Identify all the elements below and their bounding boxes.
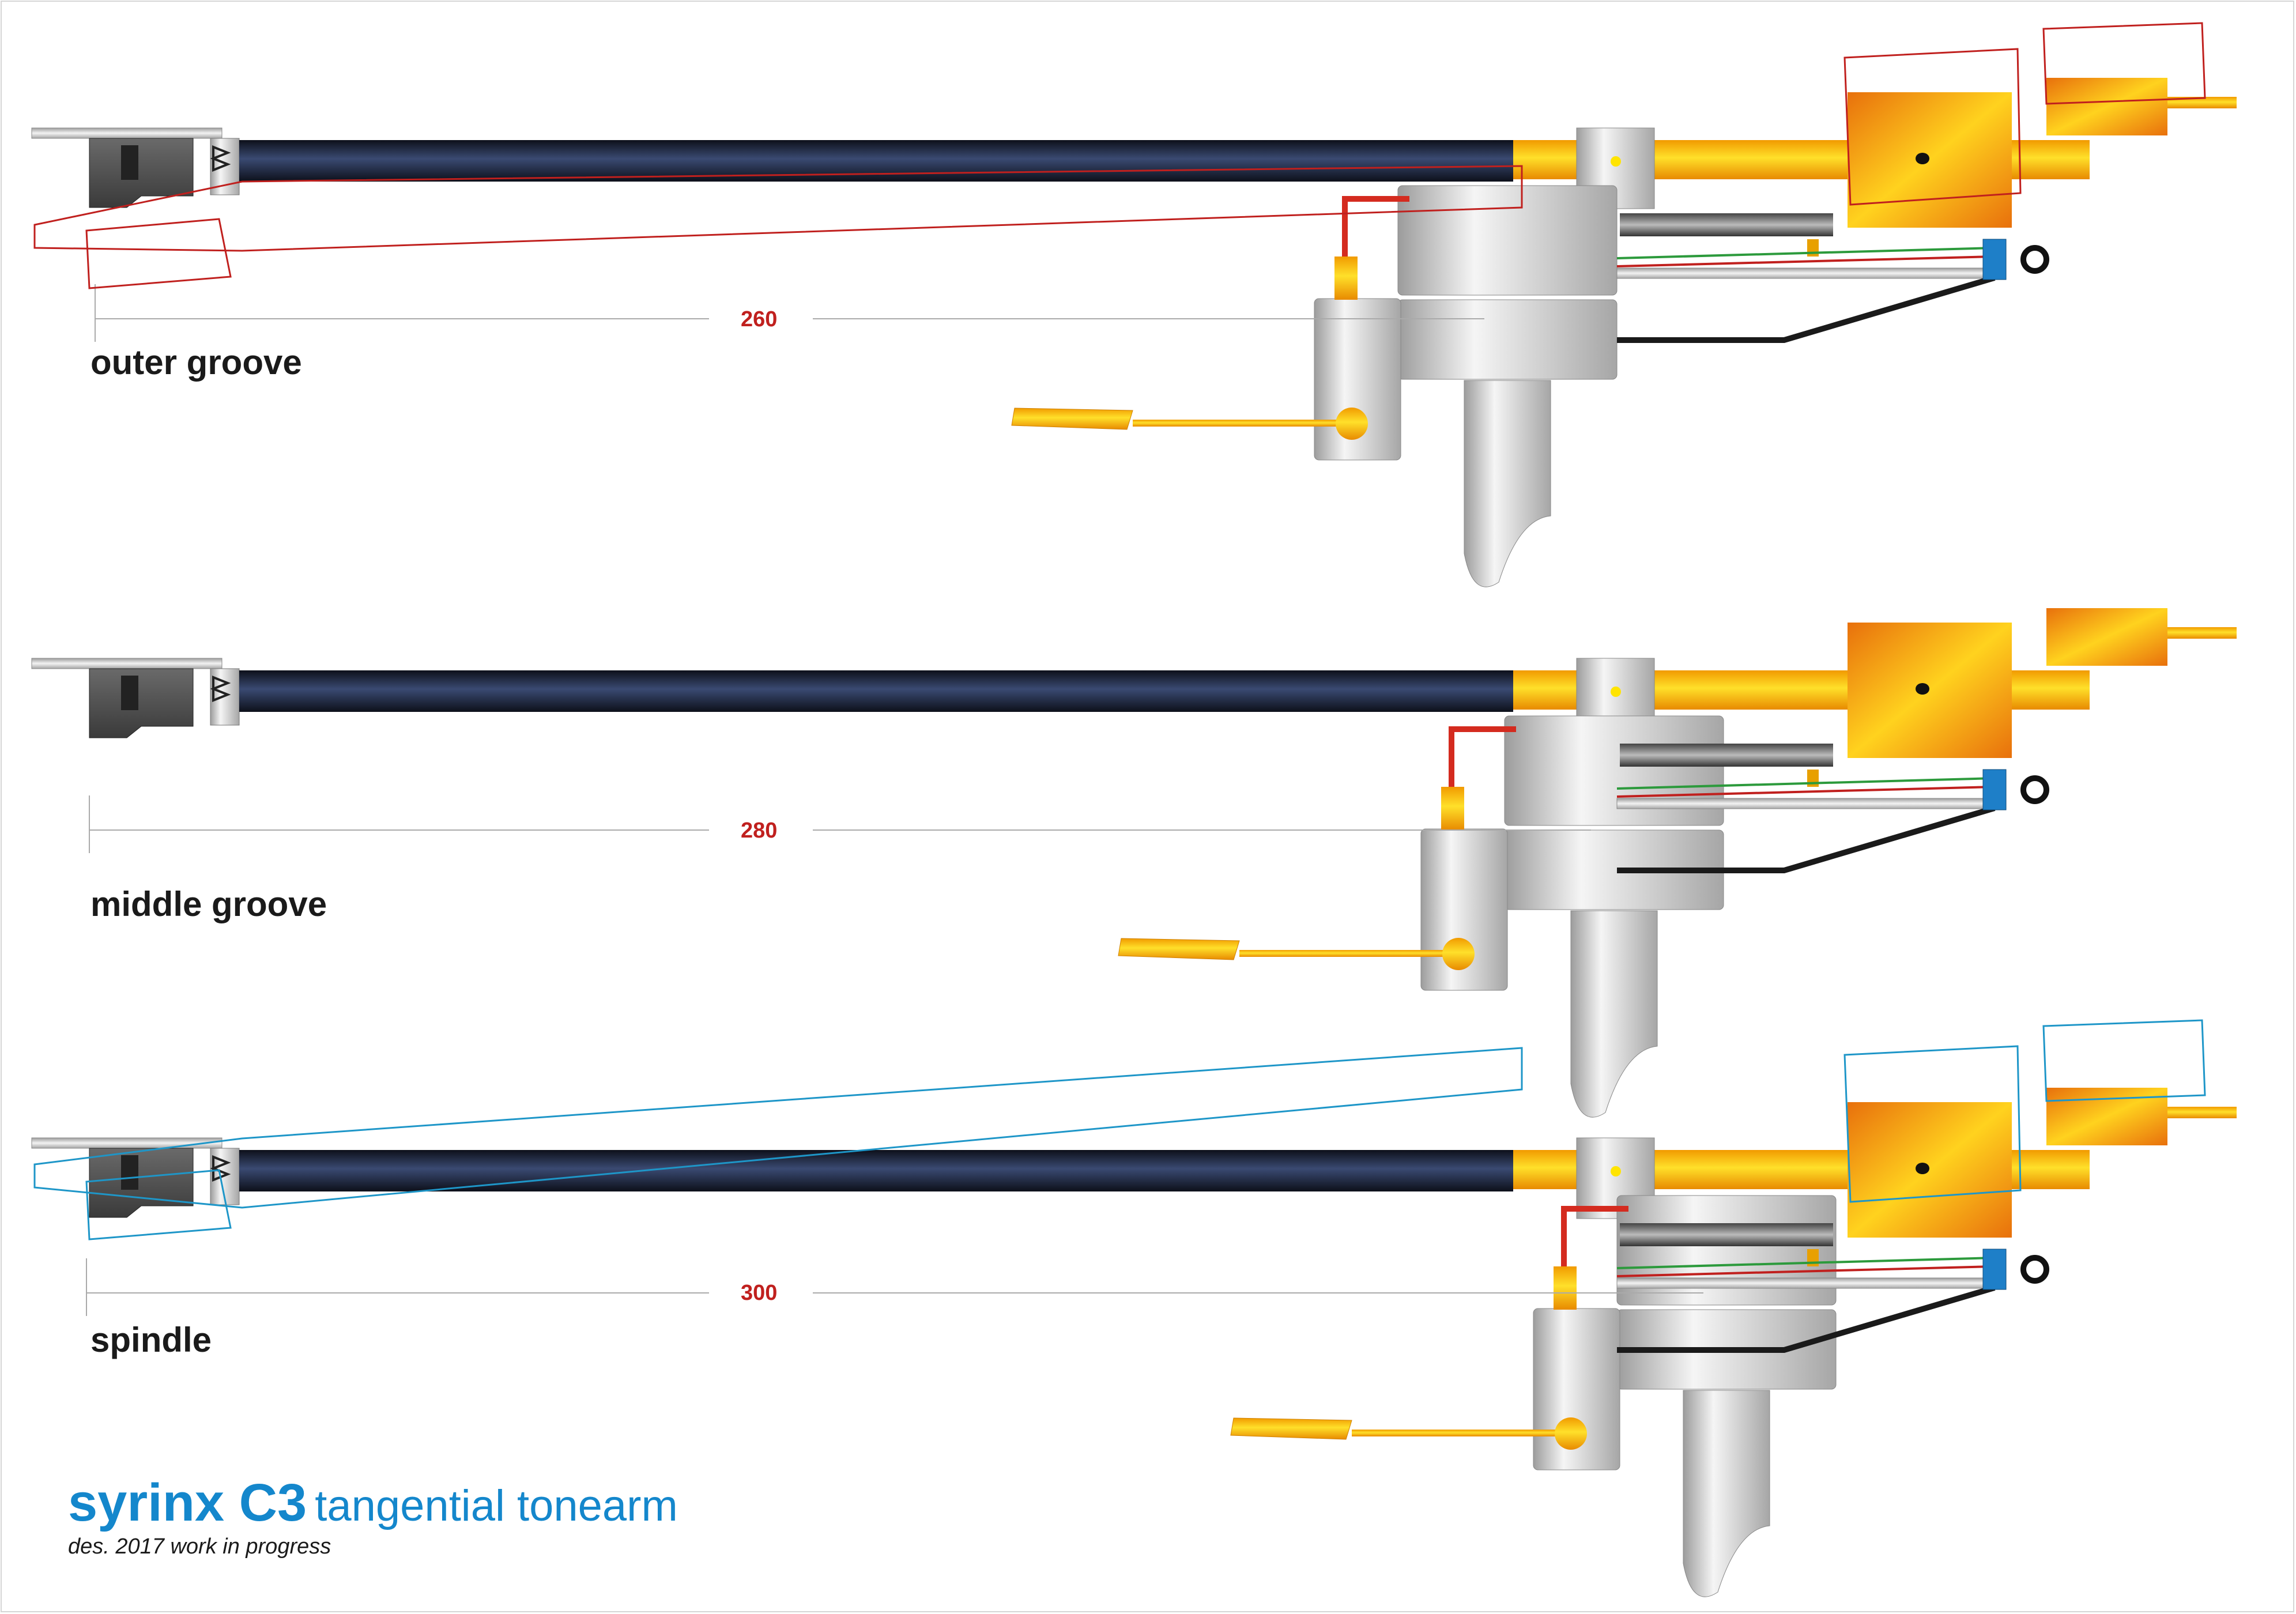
wire-bracket: [1616, 267, 1995, 279]
arm-pillar: [1570, 910, 1658, 1118]
wire-green: [1616, 777, 1995, 790]
lift-handle: [1118, 938, 1240, 960]
counterweight-main: [1848, 92, 2012, 228]
terminal-eyelet: [2020, 245, 2049, 274]
slide-rail: [1620, 213, 1833, 236]
outline-counterweight: [1843, 48, 2022, 206]
lift-link: [1342, 196, 1409, 257]
outline-arm: [33, 1047, 1523, 1209]
arm-pillar: [1683, 1390, 1770, 1597]
wire-terminal: [1982, 769, 2007, 810]
counterweight-screw: [1916, 683, 1929, 695]
dimension-280: 280: [741, 819, 778, 843]
ground-wire: [1617, 1285, 1996, 1353]
cartridge-screw: [121, 145, 138, 180]
lift-handle: [1011, 408, 1133, 430]
cartridge-screw: [121, 1155, 138, 1190]
lift-knob: [1336, 408, 1368, 440]
lift-cam: [1441, 787, 1464, 830]
wire-bracket: [1616, 798, 1995, 809]
counterweight-aux: [2046, 1088, 2167, 1145]
wire-terminal: [1982, 239, 2007, 280]
cartridge-body: [89, 1148, 194, 1218]
wire-red: [1616, 255, 1995, 267]
dimension-260: 260: [741, 307, 778, 331]
counterweight-main: [1848, 1102, 2012, 1238]
terminal-eyelet: [2020, 1255, 2049, 1284]
lift-cam: [1554, 1266, 1577, 1310]
pivot-point: [1611, 156, 1621, 167]
carriage-lower: [1397, 299, 1618, 380]
lift-link: [1449, 726, 1516, 787]
counterweight-screw: [1916, 153, 1929, 164]
design-note: des. 2017 work in progress: [68, 1534, 331, 1559]
wire-red: [1616, 786, 1995, 798]
cartridge-screw: [121, 676, 138, 710]
lift-knob: [1442, 938, 1475, 970]
counterweight-main: [1848, 623, 2012, 758]
dimension-300: 300: [741, 1281, 778, 1305]
outline-headshell: [85, 1169, 232, 1240]
terminal-eyelet: [2020, 775, 2049, 804]
outline-aux-weight: [2042, 22, 2206, 105]
wire-red: [1616, 1265, 1995, 1277]
headshell-plate: [31, 1137, 223, 1149]
lift-handle: [1230, 1417, 1352, 1440]
product-subtitle: tangential tonearm: [315, 1481, 678, 1530]
cartridge-body: [89, 138, 194, 208]
headshell-plate: [31, 658, 223, 669]
counterweight-screw: [1916, 1163, 1929, 1174]
carriage-upper: [1397, 185, 1618, 296]
outline-outer-groove: [33, 22, 2206, 289]
slide-rail: [1620, 744, 1833, 767]
pivot-point: [1611, 1166, 1621, 1176]
arm-tube: [239, 1150, 1513, 1191]
view-2: [31, 1088, 2237, 1597]
slide-rail: [1620, 1223, 1833, 1246]
view-label-spindle: spindle: [91, 1321, 212, 1359]
counterweight-aux: [2046, 608, 2167, 666]
lift-cam: [1334, 257, 1358, 300]
outline-counterweight: [1843, 1045, 2022, 1203]
view-label-middle-groove: middle groove: [91, 885, 327, 923]
lift-rod: [1239, 950, 1447, 957]
wire-bracket: [1616, 1277, 1995, 1289]
headshell-plate: [31, 127, 223, 139]
clamp-thread: [210, 676, 231, 702]
outline-headshell: [85, 218, 232, 289]
lift-rod: [1133, 420, 1340, 427]
lift-link: [1561, 1206, 1628, 1266]
wire-green: [1616, 1257, 1995, 1269]
ground-wire: [1617, 275, 1996, 343]
wire-terminal: [1982, 1249, 2007, 1290]
clamp-thread: [210, 145, 231, 172]
arm-tube: [239, 140, 1513, 182]
outline-spindle: [33, 1019, 2206, 1240]
view-label-outer-groove: outer groove: [91, 343, 302, 382]
cartridge-body: [89, 668, 194, 738]
outline-arm: [33, 165, 1523, 252]
arm-pillar: [1464, 380, 1551, 587]
brand-title: syrinx C3: [68, 1473, 307, 1532]
outline-aux-weight: [2042, 1019, 2206, 1102]
clamp-thread: [210, 1155, 231, 1182]
counterweight-aux: [2046, 78, 2167, 135]
arm-tube: [239, 670, 1513, 712]
wire-green: [1616, 247, 1995, 259]
view-1: [31, 608, 2237, 1118]
lift-rod: [1352, 1430, 1559, 1436]
pivot-point: [1611, 687, 1621, 697]
ground-wire: [1617, 805, 1996, 873]
view-0: [31, 78, 2237, 587]
lift-knob: [1555, 1417, 1587, 1450]
